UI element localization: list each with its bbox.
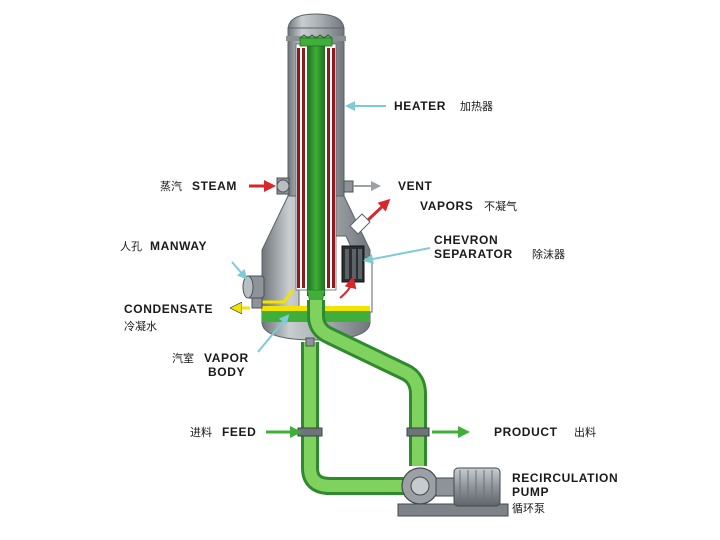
manway (242, 275, 265, 299)
heater-label-zh: 加热器 (460, 100, 493, 113)
manway-label-en: MANWAY (150, 239, 207, 253)
recirculation-pump (397, 467, 509, 517)
internal-vapor-arrow (339, 276, 357, 299)
vent-nozzle (343, 180, 354, 193)
product-label-en: PRODUCT (494, 425, 558, 439)
vent-label-en: VENT (398, 179, 432, 193)
pump-label-zh: 循环泵 (512, 502, 545, 515)
vapor-exit-arrow (366, 198, 391, 222)
heater-tube-bundle (295, 34, 337, 296)
chevron-label-en-2: SEPARATOR (434, 247, 513, 261)
pump-label-en-1: RECIRCULATION (512, 471, 618, 485)
chevron-pointer (363, 247, 431, 264)
vapor-body-label-en-1: VAPOR (204, 351, 249, 365)
condensate-nozzle (251, 289, 295, 309)
vapor-body-label-zh: 汽室 (172, 351, 194, 365)
condensate-label-en: CONDENSATE (124, 302, 213, 316)
product-label-zh: 出料 (574, 425, 596, 439)
steam-label-zh: 蒸汽 (160, 179, 182, 193)
vapor-body-label-en-2: BODY (208, 365, 245, 379)
vapors-label-en: VAPORS (420, 199, 473, 213)
vapors-label-zh: 不凝气 (484, 199, 517, 213)
chevron-label-zh: 除沫器 (532, 247, 565, 261)
recirculation-piping (297, 300, 430, 495)
chevron-separator (341, 245, 365, 283)
steam-label-en: STEAM (192, 179, 237, 193)
pump-label-en-2: PUMP (512, 485, 549, 499)
vapor-body-pointer (257, 314, 290, 353)
heater-label-en: HEATER (394, 99, 446, 113)
heater-tubes-red (297, 48, 335, 288)
vapor-outlet (349, 213, 371, 235)
manway-label-zh: 人孔 (120, 240, 142, 253)
feed-label-en: FEED (222, 425, 256, 439)
feed-label-zh: 进料 (190, 425, 212, 439)
steam-nozzle (276, 177, 290, 195)
manway-pointer (231, 261, 248, 280)
chevron-label-en-1: CHEVRON (434, 233, 498, 247)
condensate-label-zh: 冷凝水 (124, 319, 157, 333)
